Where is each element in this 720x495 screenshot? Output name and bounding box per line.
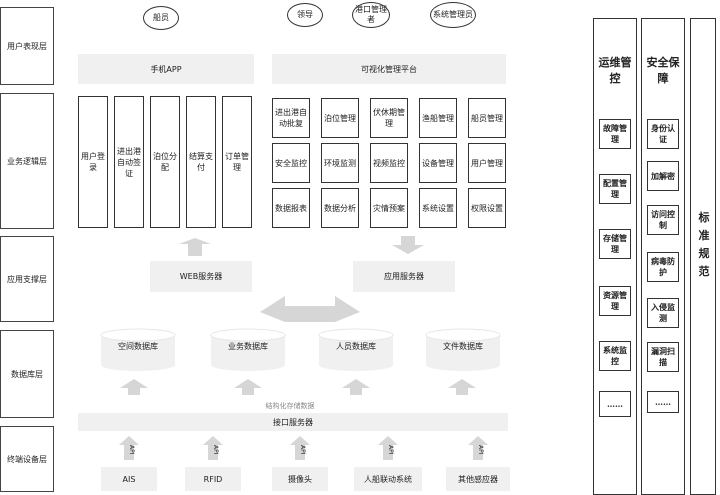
- platform-module: 视频监控: [370, 143, 408, 183]
- platform-module: 系统设置: [419, 188, 457, 228]
- api-arrow: API: [468, 436, 488, 460]
- device-row: API AIS API RFID API 摄像头 API 人船联动系统 API 其他感应器: [78, 436, 510, 492]
- platform-module: 环境监测: [321, 143, 359, 183]
- interface-server-block: 接口服务器: [78, 413, 508, 431]
- security-item: 病毒防护: [647, 252, 679, 282]
- module-order-management: 订单管理: [222, 96, 252, 228]
- platform-module: 伏休期管理: [370, 98, 408, 138]
- platform-module: 用户管理: [468, 143, 506, 183]
- database-label: 业务数据库: [228, 342, 268, 351]
- storage-label: 结构化存储数据: [265, 402, 315, 410]
- ops-item: 资源管理: [599, 286, 631, 316]
- ops-title: 运维管控: [598, 56, 632, 85]
- user-crew: 船员: [143, 6, 179, 30]
- security-item: 身份认证: [647, 119, 679, 149]
- platform-module: 权限设置: [468, 188, 506, 228]
- ops-item: 系统监控: [599, 341, 631, 371]
- layer-label-devices: 终端设备层: [0, 426, 54, 492]
- database-cylinder: 业务数据库: [210, 328, 286, 372]
- api-label: API: [212, 445, 219, 455]
- device-block: RFID: [185, 467, 241, 491]
- platform-module: 安全监控: [272, 143, 310, 183]
- api-label: API: [128, 445, 135, 455]
- security-item: 访问控制: [647, 205, 679, 235]
- platform-module: 设备管理: [419, 143, 457, 183]
- api-label: API: [477, 445, 484, 455]
- platform-module: 灾情预案: [370, 188, 408, 228]
- module-user-login: 用户登录: [78, 96, 108, 228]
- platform-module: 渔船管理: [419, 98, 457, 138]
- security-item: 入侵监测: [647, 298, 679, 328]
- arrow-web-up: [179, 238, 211, 256]
- api-arrow: API: [378, 436, 398, 460]
- arrow-db-4: [448, 379, 476, 395]
- user-leader: 领导: [287, 3, 323, 27]
- device-block: 人船联动系统: [354, 467, 422, 491]
- ops-item: 故障管理: [599, 119, 631, 149]
- platform-module: 泊位管理: [321, 98, 359, 138]
- arrow-db-3: [342, 379, 370, 395]
- ops-item: 存储管理: [599, 229, 631, 259]
- user-system-admin: 系统管理员: [430, 2, 476, 28]
- database-cylinder: 文件数据库: [425, 328, 501, 372]
- platform-module: 数据分析: [321, 188, 359, 228]
- platform-module-grid: 进出港自动批复泊位管理伏休期管理渔船管理船员管理安全监控环境监测视频监控设备管理…: [272, 98, 508, 230]
- api-label: API: [299, 445, 306, 455]
- security-item: 加解密: [647, 161, 679, 191]
- arrow-support-bi: [260, 296, 360, 322]
- security-title: 安全保障: [646, 56, 680, 85]
- api-label: API: [387, 445, 394, 455]
- database-cylinder: 人员数据库: [318, 328, 394, 372]
- database-label: 人员数据库: [336, 342, 376, 351]
- database-label: 文件数据库: [443, 342, 483, 351]
- arrow-app-down: [392, 236, 424, 254]
- visual-platform-block: 可视化管理平台: [272, 54, 506, 84]
- web-server-block: WEB服务器: [150, 261, 252, 292]
- arrow-db-2: [234, 379, 262, 395]
- user-port-manager: 港口管理者: [352, 2, 390, 28]
- layer-label-presentation: 用户表现层: [0, 7, 54, 85]
- database-cylinder: 空间数据库: [100, 328, 176, 372]
- device-block: 摄像头: [272, 467, 328, 491]
- device-block: AIS: [101, 467, 157, 491]
- standard-panel: 标准规范: [690, 18, 716, 495]
- module-port-visa: 进出港自动签证: [114, 96, 144, 228]
- api-arrow: API: [290, 436, 310, 460]
- api-arrow: API: [203, 436, 223, 460]
- app-server-block: 应用服务器: [353, 261, 455, 292]
- mobile-app-block: 手机APP: [78, 54, 254, 84]
- arrow-db-1: [120, 379, 148, 395]
- module-berth-allocation: 泊位分配: [150, 96, 180, 228]
- security-item: 漏洞扫描: [647, 342, 679, 372]
- layer-label-support: 应用支撑层: [0, 236, 54, 322]
- api-arrow: API: [119, 436, 139, 460]
- ops-item: ……: [599, 391, 631, 417]
- ops-item: 配置管理: [599, 174, 631, 204]
- platform-module: 进出港自动批复: [272, 98, 310, 138]
- security-item: ……: [647, 391, 679, 413]
- module-settlement-payment: 结算支付: [186, 96, 216, 228]
- layer-label-business: 业务逻辑层: [0, 93, 54, 229]
- layer-label-database: 数据库层: [0, 330, 54, 418]
- platform-module: 数据报表: [272, 188, 310, 228]
- platform-module: 船员管理: [468, 98, 506, 138]
- database-label: 空间数据库: [118, 342, 158, 351]
- device-block: 其他感应器: [446, 467, 510, 491]
- standard-title: 标准规范: [698, 211, 710, 278]
- database-row: 空间数据库 业务数据库 人员数据库 文件数据库: [78, 328, 508, 372]
